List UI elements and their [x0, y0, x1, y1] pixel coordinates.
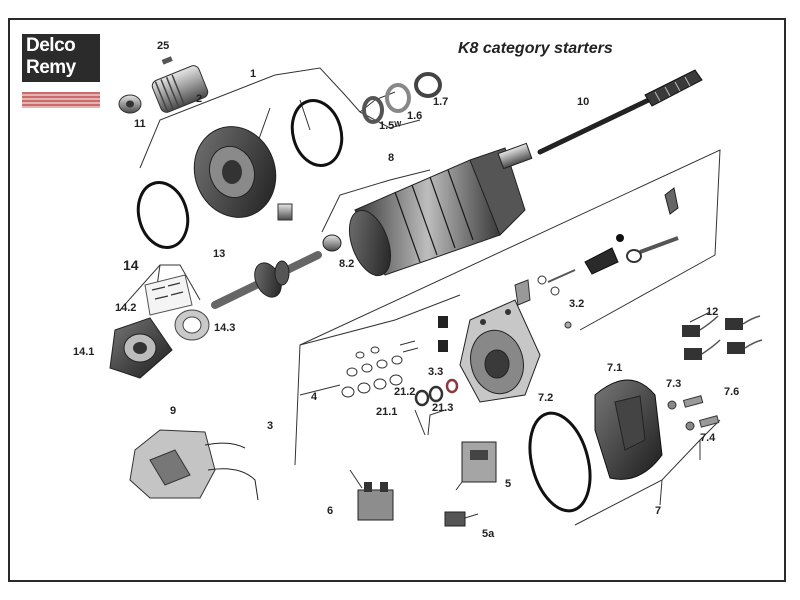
flange-plate [109, 317, 173, 379]
label-4: 4 [311, 391, 318, 403]
armature [348, 142, 533, 277]
relay [455, 441, 497, 491]
logo-line-2: Remy [26, 57, 76, 78]
label-5: 5 [505, 478, 512, 490]
label-14: 14 [123, 257, 139, 273]
diagram-title: K8 category starters [458, 40, 613, 57]
label-25: 25 [157, 40, 170, 52]
label-3-2: 3.2 [569, 298, 585, 310]
logo-line-1: Delco [26, 35, 76, 56]
solenoid-switch [349, 469, 394, 521]
pinion-gear [151, 56, 209, 113]
label-1: 1 [250, 68, 257, 80]
label-7-1: 7.1 [607, 362, 623, 374]
brush-holders [438, 316, 448, 352]
label-12: 12 [706, 306, 719, 318]
puller-tool [537, 69, 703, 155]
logo-stripe [22, 92, 100, 108]
small-rings [362, 72, 442, 124]
pinion-nut [118, 94, 142, 114]
label-9: 9 [170, 405, 177, 417]
label-7-4: 7.4 [700, 432, 716, 444]
label-21-2: 21.2 [394, 386, 416, 398]
label-2: 2 [196, 93, 203, 105]
label-14-1: 14.1 [73, 346, 95, 358]
rings-21 [414, 378, 459, 407]
label-7-6: 7.6 [724, 386, 740, 398]
label-1-5w: 1.5ᵂ [379, 120, 402, 132]
washer-group [341, 340, 419, 398]
o-ring-left [136, 181, 190, 249]
label-14-3: 14.3 [214, 322, 236, 334]
label-5a: 5a [482, 528, 495, 540]
label-7-3: 7.3 [666, 378, 682, 390]
label-1-7: 1.7 [433, 96, 449, 108]
label-3-3: 3.3 [428, 366, 444, 378]
label-3: 3 [267, 420, 274, 432]
label-13: 13 [213, 248, 226, 260]
solenoid-cover [594, 379, 663, 480]
label-6: 6 [327, 505, 334, 517]
cover-gasket [528, 411, 592, 513]
label-14-2: 14.2 [115, 302, 137, 314]
o-ring-right [290, 99, 344, 167]
label-21-3: 21.3 [432, 402, 454, 414]
label-11: 11 [134, 118, 146, 130]
commutator-end-housing [459, 299, 541, 403]
seal-kit-box [144, 274, 193, 316]
cover-screws [667, 395, 720, 431]
drive-end-housing [193, 126, 293, 221]
label-21-1: 21.1 [376, 406, 398, 418]
brushes [682, 315, 763, 360]
label-7: 7 [655, 505, 662, 517]
solenoid-small-parts [514, 187, 679, 329]
field-coil [129, 429, 259, 501]
armature-bearing [322, 234, 342, 252]
label-8-2: 8.2 [339, 258, 355, 270]
washer-14-3 [174, 309, 210, 341]
label-8: 8 [388, 152, 395, 164]
terminal-5a [444, 511, 479, 527]
drive-shaft [211, 251, 322, 309]
delco-remy-logo: Delco Remy [22, 34, 100, 82]
label-10: 10 [577, 96, 590, 108]
label-7-2: 7.2 [538, 392, 554, 404]
label-1-6: 1.6 [407, 110, 423, 122]
